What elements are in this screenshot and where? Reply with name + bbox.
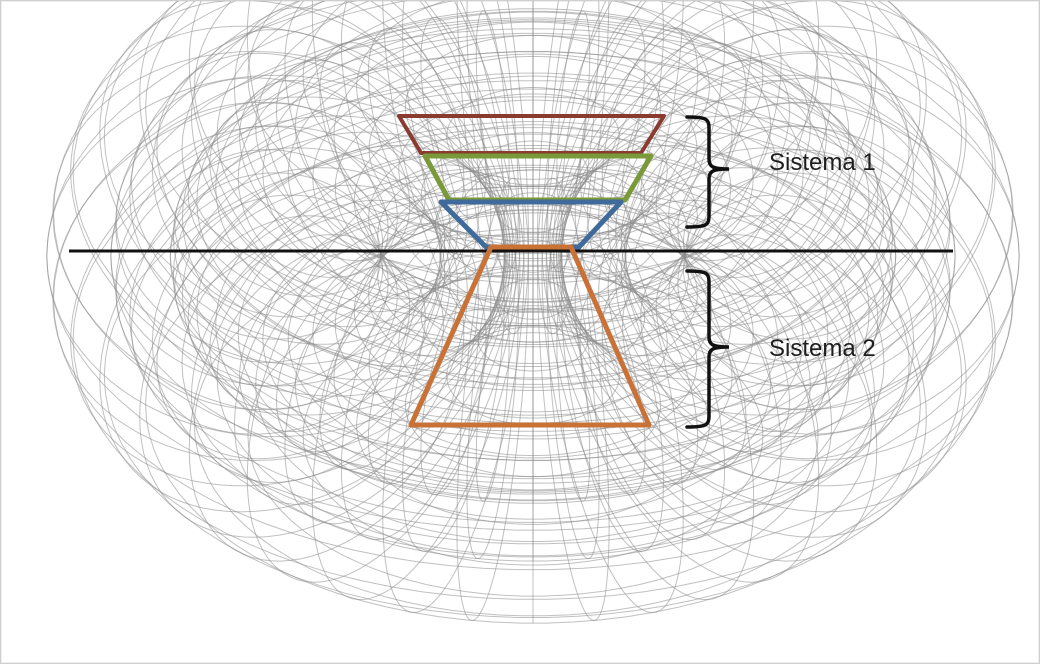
mesh-line xyxy=(334,75,732,300)
torus-wireframe-mesh xyxy=(46,1,1020,624)
mesh-line xyxy=(196,121,870,502)
mesh-line xyxy=(215,145,851,504)
mesh-line xyxy=(262,185,804,492)
system1-bracket xyxy=(685,115,730,229)
system2-label: Sistema 2 xyxy=(769,335,876,362)
mesh-line xyxy=(368,201,698,388)
mesh-line xyxy=(216,1,850,313)
mesh-line xyxy=(398,266,668,419)
mesh-line xyxy=(262,20,804,327)
mesh-line xyxy=(312,209,754,459)
mesh-line xyxy=(129,88,937,545)
mesh-line xyxy=(404,332,662,478)
mesh-line xyxy=(601,286,699,485)
mesh-line xyxy=(294,1,772,262)
mesh-line xyxy=(72,1,994,432)
mesh-line xyxy=(46,1,1020,531)
mesh-line xyxy=(404,34,662,180)
mesh-line xyxy=(216,199,850,557)
mesh-line xyxy=(151,1,915,385)
mesh-line xyxy=(115,1,951,461)
mesh-line xyxy=(377,148,689,325)
mesh-line xyxy=(356,1,710,187)
mesh-line xyxy=(446,326,620,425)
mesh-line xyxy=(420,253,646,380)
mesh-line xyxy=(145,185,921,624)
mesh-line xyxy=(172,72,894,480)
system2-trapezoid xyxy=(408,244,652,428)
mesh-line xyxy=(333,21,733,248)
mesh-line xyxy=(287,200,779,477)
mesh-line xyxy=(237,167,829,501)
mesh-line xyxy=(434,231,632,343)
mesh-line xyxy=(334,212,732,437)
mesh-line xyxy=(145,1,921,327)
mesh-line xyxy=(196,10,870,391)
system1-middle-trapezoid xyxy=(422,153,654,203)
mesh-line xyxy=(446,87,620,186)
mesh-line xyxy=(129,1,937,424)
mesh-line xyxy=(115,51,951,523)
mesh-line xyxy=(356,325,710,525)
mesh-line xyxy=(353,209,713,413)
mesh-line xyxy=(333,264,733,491)
mesh-line xyxy=(247,274,819,597)
mesh-line xyxy=(172,32,894,440)
mesh-line xyxy=(287,35,779,312)
mesh-line xyxy=(398,93,668,246)
mesh-line xyxy=(302,305,764,566)
mesh-line xyxy=(151,127,915,558)
mesh-line xyxy=(72,80,994,600)
mesh-line xyxy=(215,8,851,367)
mesh-line xyxy=(103,133,963,618)
mesh-line xyxy=(247,1,819,238)
mesh-line xyxy=(169,51,897,461)
mesh-line xyxy=(367,27,465,226)
mesh-line xyxy=(237,11,829,345)
mesh-line xyxy=(294,250,772,520)
mesh-line xyxy=(52,28,1013,571)
mesh-line xyxy=(367,286,465,485)
mesh-line xyxy=(353,99,713,303)
system1-label: Sistema 1 xyxy=(769,149,876,176)
system1-top-trapezoid xyxy=(397,114,666,155)
mesh-line xyxy=(110,17,956,495)
mesh-line xyxy=(103,1,963,379)
mesh-line xyxy=(439,203,627,309)
mesh-line xyxy=(52,1,1013,484)
system1-bottom-trapezoid xyxy=(438,199,624,250)
mesh-line xyxy=(302,1,764,207)
mesh-line xyxy=(601,27,699,226)
system2-bracket xyxy=(685,269,730,429)
